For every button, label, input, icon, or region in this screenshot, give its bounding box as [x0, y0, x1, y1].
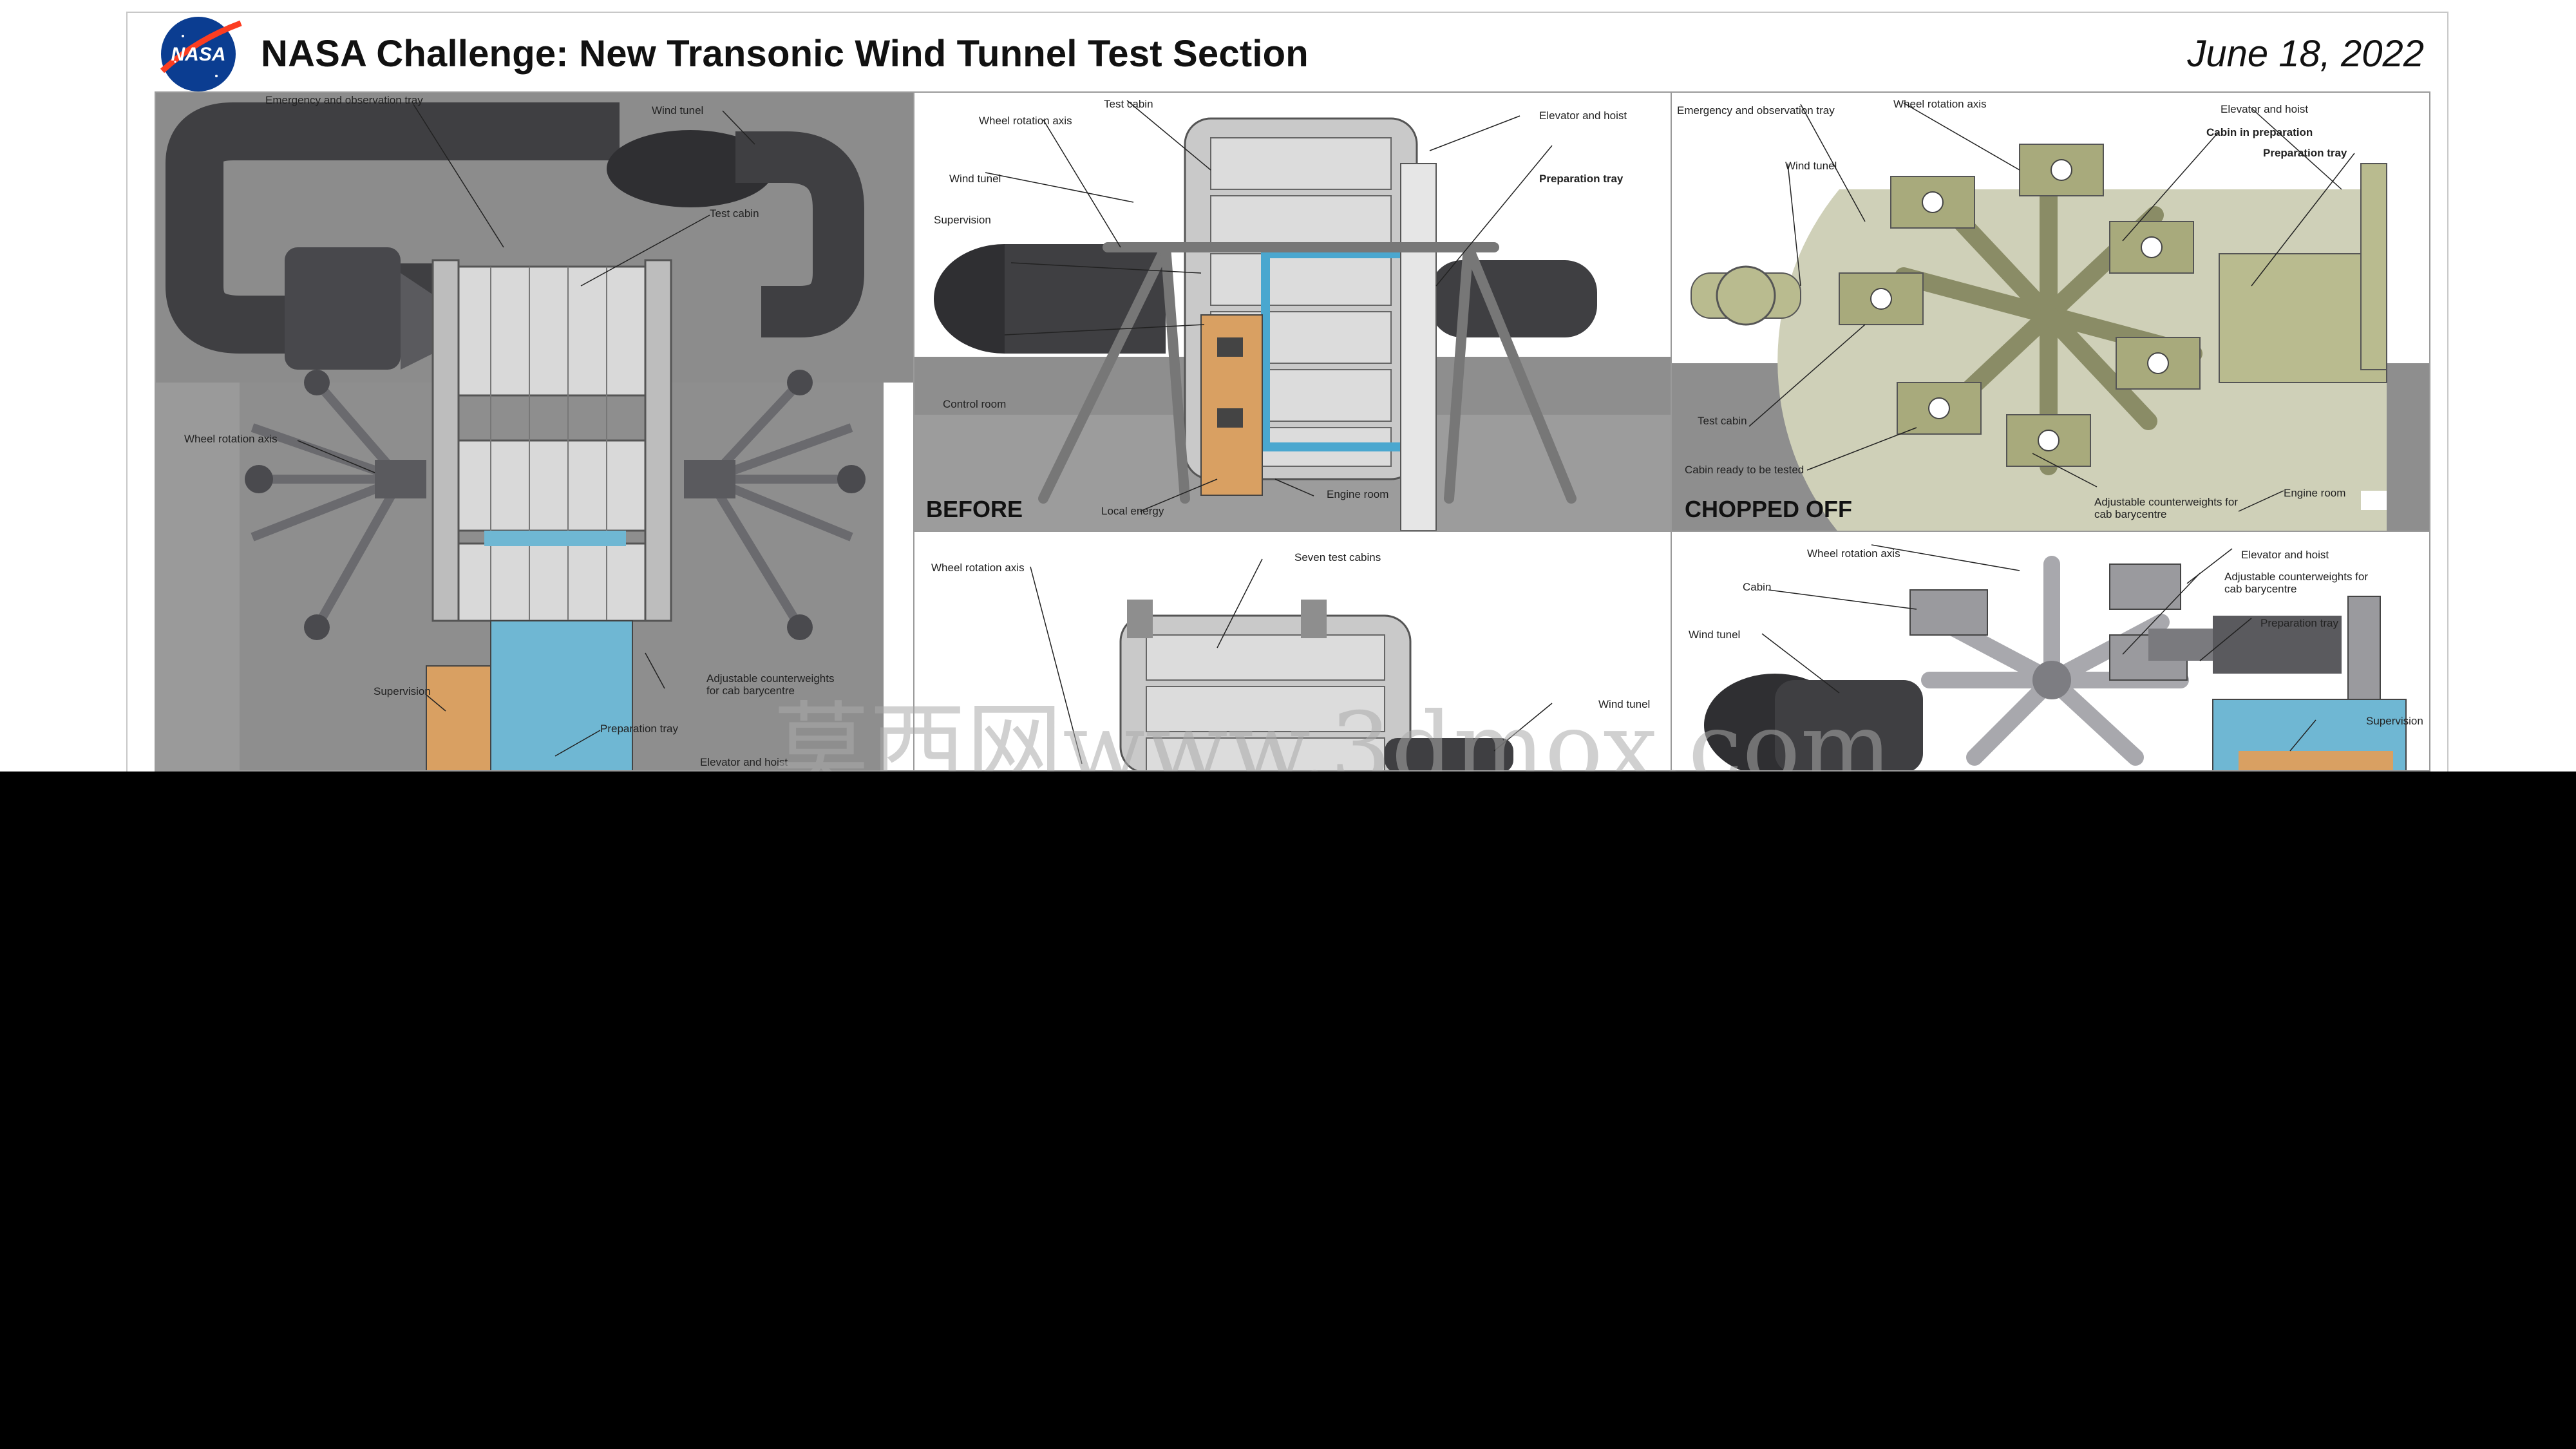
label-elevator-hoist: Elevator and hoist — [1539, 109, 1627, 122]
page-date: June 18, 2022 — [2187, 33, 2424, 75]
caption-before: BEFORE — [926, 496, 1023, 522]
label-emergency-tray: Emergency and observation tray — [1677, 104, 1835, 117]
label-counterweights: Adjustable counterweights for cab baryce… — [2094, 496, 2239, 520]
label-elevator-hoist: Elevator and hoist — [700, 756, 788, 768]
label-preparation-tray: Preparation tray — [2263, 147, 2347, 159]
label-wheel-rotation-axis: Wheel rotation axis — [1807, 547, 1900, 560]
label-cabin-ready: Cabin ready to be tested — [1685, 464, 1804, 476]
label-counterweights: Adjustable counterweights for cab baryce… — [706, 672, 835, 697]
plan-view-drawing — [156, 93, 913, 770]
label-engine-room: Engine room — [1327, 488, 1389, 500]
black-region — [0, 772, 2576, 1449]
label-wheel-rotation-axis: Wheel rotation axis — [1893, 98, 1987, 110]
label-control-room: Control room — [943, 398, 1007, 410]
label-wind-tunel: Wind tunel — [652, 104, 704, 117]
label-emergency-tray: Emergency and observation tray — [265, 94, 423, 106]
label-preparation-tray: Preparation tray — [1539, 173, 1624, 185]
drawing-sheet: NASA NASA Challenge: New Transonic Wind … — [0, 0, 2576, 772]
label-supervision: Supervision — [374, 685, 431, 697]
label-wind-tunel: Wind tunel — [949, 173, 1001, 185]
panel-side-view: Wheel rotation axis Seven test cabins Wi… — [913, 531, 1672, 772]
label-preparation-tray: Preparation tray — [600, 723, 678, 735]
label-wind-tunel: Wind tunel — [1598, 698, 1651, 710]
svg-text:NASA: NASA — [171, 44, 225, 65]
nasa-logo: NASA — [160, 17, 242, 91]
label-wheel-rotation-axis: Wheel rotation axis — [184, 433, 278, 445]
label-wind-tunel: Wind tunel — [1785, 160, 1837, 172]
label-seven-test-cabins: Seven test cabins — [1294, 551, 1381, 564]
label-wheel-rotation-axis: Wheel rotation axis — [979, 115, 1072, 127]
label-cabin-in-preparation: Cabin in preparation — [2206, 126, 2313, 138]
label-wheel-rotation-axis: Wheel rotation axis — [931, 562, 1025, 574]
chopped-off-drawing — [1672, 102, 2429, 531]
label-supervision: Supervision — [2366, 715, 2423, 727]
panel-chopped-off: Emergency and observation tray Wheel rot… — [1671, 91, 2430, 532]
label-supervision: Supervision — [934, 214, 991, 226]
label-cabin: Cabin — [1743, 581, 1772, 593]
label-test-cabin: Test cabin — [710, 207, 759, 220]
page-title: NASA Challenge: New Transonic Wind Tunne… — [261, 33, 1309, 75]
label-elevator-hoist: Elevator and hoist — [2241, 549, 2329, 561]
label-elevator-hoist: Elevator and hoist — [2221, 103, 2309, 115]
before-drawing — [914, 100, 1671, 531]
label-preparation-tray: Preparation tray — [2260, 617, 2338, 629]
panel-before: Test cabin Wheel rotation axis Elevator … — [913, 91, 1672, 532]
label-test-cabin: Test cabin — [1698, 415, 1747, 427]
perspective-drawing — [1704, 544, 2407, 770]
label-engine-room: Engine room — [2284, 487, 2346, 499]
panel-perspective: Wheel rotation axis Cabin Elevator and h… — [1671, 531, 2430, 772]
side-view-drawing — [1030, 558, 1553, 770]
label-test-cabin: Test cabin — [1104, 98, 1153, 110]
caption-chopped-off: CHOPPED OFF — [1685, 496, 1853, 522]
label-wind-tunel: Wind tunel — [1689, 629, 1741, 641]
watermark: 莫西网www.3dmox.com — [773, 692, 1892, 772]
sheet-frame — [126, 12, 2448, 772]
label-local-energy: Local energy — [1101, 505, 1164, 517]
panel-plan-view: Emergency and observation tray Wind tune… — [155, 91, 914, 772]
label-counterweights: Adjustable counterweights for cab baryce… — [2224, 571, 2369, 595]
